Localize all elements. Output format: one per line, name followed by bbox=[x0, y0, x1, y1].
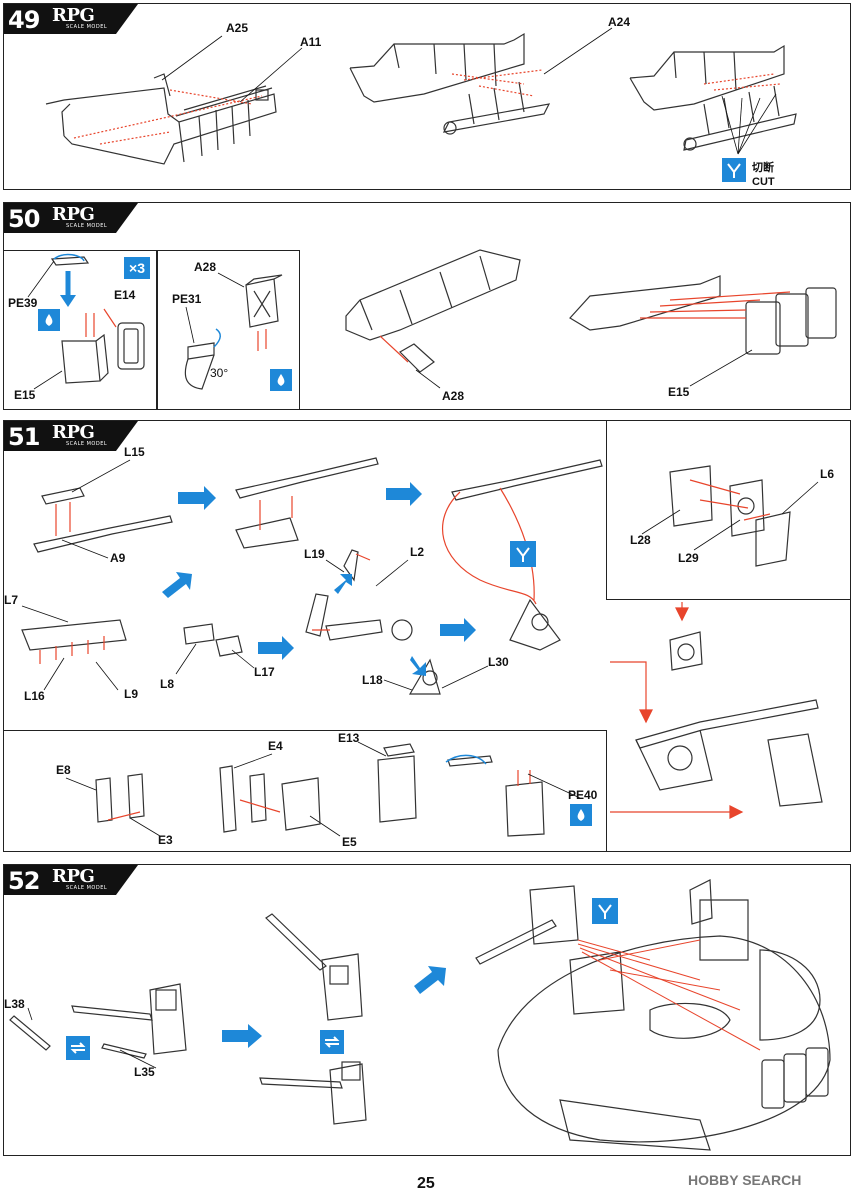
swap-icon bbox=[66, 1036, 90, 1060]
step-52-panel: 52 RPG SCALE MODEL bbox=[3, 864, 851, 1156]
label-l16: L16 bbox=[24, 689, 45, 703]
label-a9: A9 bbox=[110, 551, 126, 565]
label-l15: L15 bbox=[124, 445, 145, 459]
label-e15-main: E15 bbox=[668, 385, 690, 399]
label-pe31: PE31 bbox=[172, 292, 202, 306]
step-49-illustration bbox=[45, 27, 797, 165]
label-e13: E13 bbox=[338, 731, 360, 745]
step-number: 51 bbox=[8, 423, 40, 451]
watermark-text: HOBBY SEARCH bbox=[688, 1172, 802, 1188]
label-l18: L18 bbox=[362, 673, 383, 687]
brand-logo: RPG bbox=[52, 866, 95, 887]
step-51-illustration bbox=[21, 457, 823, 837]
label-a11: A11 bbox=[300, 35, 322, 49]
step-49-panel: 49 RPG SCALE MODEL bbox=[3, 3, 851, 190]
step-50-illustration bbox=[345, 249, 837, 389]
glue-icon bbox=[570, 804, 592, 826]
label-pe40: PE40 bbox=[568, 788, 598, 802]
label-l19: L19 bbox=[304, 547, 325, 561]
step-number: 49 bbox=[8, 6, 40, 34]
label-l6: L6 bbox=[820, 467, 835, 481]
step-number: 52 bbox=[8, 867, 40, 895]
label-e4: E4 bbox=[268, 739, 283, 753]
cut-label-en: CUT bbox=[752, 176, 775, 188]
step-49-header: 49 RPG SCALE MODEL bbox=[4, 4, 138, 36]
label-l30: L30 bbox=[488, 655, 509, 669]
label-e8: E8 bbox=[56, 763, 71, 777]
cut-label-jp: 切断 bbox=[752, 162, 774, 174]
label-l17: L17 bbox=[254, 665, 275, 679]
label-30-deg: 30° bbox=[210, 366, 229, 380]
brand-logo: RPG bbox=[52, 422, 95, 443]
label-l7: L7 bbox=[4, 593, 19, 607]
step-52-illustration bbox=[9, 879, 831, 1151]
label-l35: L35 bbox=[134, 1065, 155, 1079]
label-l38: L38 bbox=[4, 997, 25, 1011]
label-l2: L2 bbox=[410, 545, 425, 559]
step-50-subassembly-b: A28 PE31 30° bbox=[157, 250, 300, 410]
label-e3: E3 bbox=[158, 833, 173, 847]
step-52-header: 52 RPG SCALE MODEL bbox=[4, 865, 138, 897]
step-51-header: 51 RPG SCALE MODEL bbox=[4, 421, 138, 453]
label-a24: A24 bbox=[608, 15, 631, 29]
cut-icon bbox=[722, 158, 746, 182]
brand-subtitle: SCALE MODEL bbox=[66, 24, 108, 30]
label-e15: E15 bbox=[14, 388, 36, 402]
step-51-right-subassembly bbox=[606, 420, 851, 600]
brand-subtitle: SCALE MODEL bbox=[66, 223, 108, 229]
label-e14: E14 bbox=[114, 288, 136, 302]
repeat-icon: ×3 bbox=[124, 257, 150, 279]
step-number: 50 bbox=[8, 205, 40, 233]
label-a25: A25 bbox=[226, 21, 249, 35]
step-50-header: 50 RPG SCALE MODEL bbox=[4, 203, 138, 235]
brand-subtitle: SCALE MODEL bbox=[66, 441, 108, 447]
brand-subtitle: SCALE MODEL bbox=[66, 885, 108, 891]
brand-logo: RPG bbox=[52, 204, 95, 225]
step-50-subassembly-a: ×3 PE39 E14 E15 bbox=[3, 250, 157, 410]
glue-icon bbox=[270, 369, 292, 391]
brand-logo: RPG bbox=[52, 5, 95, 26]
label-l29: L29 bbox=[678, 551, 699, 565]
label-l8: L8 bbox=[160, 677, 175, 691]
label-a28-main: A28 bbox=[442, 389, 465, 403]
cut-icon bbox=[592, 898, 618, 924]
page-number: 25 bbox=[417, 1175, 435, 1192]
label-l28: L28 bbox=[630, 533, 651, 547]
label-l9: L9 bbox=[124, 687, 139, 701]
repeat-count: ×3 bbox=[129, 260, 145, 276]
swap-icon bbox=[320, 1030, 344, 1054]
label-pe39: PE39 bbox=[8, 296, 38, 310]
label-a28: A28 bbox=[194, 260, 217, 274]
cut-icon bbox=[510, 541, 536, 567]
label-e5: E5 bbox=[342, 835, 357, 849]
glue-icon bbox=[38, 309, 60, 331]
